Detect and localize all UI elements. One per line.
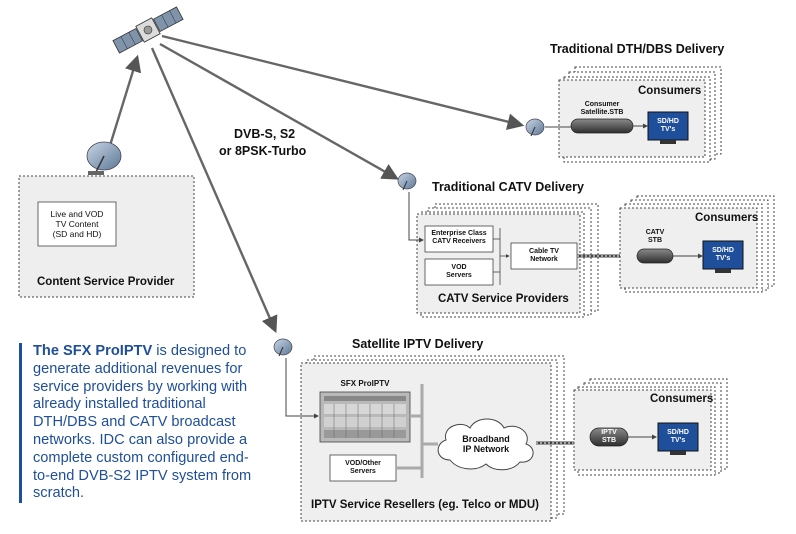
catv-receivers-line-1: Enterprise Class	[431, 230, 487, 237]
catv-network-label: Cable TV Network	[511, 248, 577, 264]
dth-stb-line-2: Satellite.STB	[580, 109, 624, 116]
catv-stb-label: CATV STB	[637, 229, 673, 245]
iptv-section-title: Satellite IPTV Delivery	[352, 337, 484, 351]
dth-stb-label: Consumer Satellite.STB	[572, 101, 632, 117]
uplink-dish-icon	[86, 141, 122, 175]
content-line-2: TV Content	[55, 219, 99, 229]
iptv-tv-label: SD/HD TV's	[658, 429, 698, 445]
side-note: The SFX ProIPTV is designed to generate …	[19, 343, 261, 504]
catv-stb-line-2: STB	[648, 237, 662, 244]
catv-network-line-1: Cable TV	[529, 248, 559, 255]
iptv-stb-label: IPTV STB	[590, 429, 628, 445]
catv-providers-title: CATV Service Providers	[438, 293, 569, 305]
ip-cloud-icon	[437, 418, 534, 471]
dth-tv-line-1: SD/HD	[657, 118, 679, 125]
dth-tv-line-2: TV's	[660, 126, 676, 133]
iptv-vod-label: VOD/Other Servers	[330, 460, 396, 476]
iptv-tv-line-2: TV's	[670, 437, 686, 444]
catv-consumers-label: Consumers	[695, 212, 759, 224]
dth-tv-label: SD/HD TV's	[648, 118, 688, 134]
catv-tv-line-1: SD/HD	[712, 247, 734, 254]
content-line-3: (SD and HD)	[52, 229, 102, 239]
catv-stb-line-1: CATV	[645, 229, 665, 236]
link-label-line2: or 8PSK-Turbo	[219, 144, 307, 158]
iptv-vod-line-2: Servers	[350, 468, 376, 475]
catv-tv-line-2: TV's	[715, 255, 731, 262]
proiptv-rack-icon	[319, 391, 411, 443]
side-note-bold: The SFX ProIPTV	[33, 343, 153, 359]
proiptv-label: SFX ProIPTV	[340, 379, 390, 388]
catv-section-title: Traditional CATV Delivery	[432, 180, 584, 194]
catv-tv-label: SD/HD TV's	[703, 247, 743, 263]
dth-section-title: Traditional DTH/DBS Delivery	[550, 42, 725, 56]
satellite-icon	[112, 6, 184, 54]
iptv-resellers-title: IPTV Service Resellers (eg. Telco or MDU…	[311, 499, 539, 511]
iptv-tv-line-1: SD/HD	[667, 429, 689, 436]
catv-vod-line-2: Servers	[446, 272, 472, 279]
dth-stb-line-1: Consumer	[584, 101, 620, 108]
link-label-line1: DVB-S, S2	[234, 127, 296, 141]
iptv-dish-icon	[273, 338, 293, 357]
content-box: Live and VOD TV Content (SD and HD)	[38, 202, 116, 246]
content-line-1: Live and VOD	[50, 209, 104, 219]
iptv-stb-line-1: IPTV	[601, 429, 617, 436]
catv-receivers-label: Enterprise Class CATV Receivers	[425, 230, 493, 246]
catv-consumers-stack	[619, 195, 775, 293]
catv-network-line-2: Network	[530, 256, 558, 263]
catv-vod-line-1: VOD	[451, 264, 467, 271]
ip-network-label: Broadband IP Network	[448, 434, 524, 454]
iptv-stb-line-2: STB	[602, 437, 616, 444]
content-provider-title: Content Service Provider	[37, 276, 175, 288]
catv-receivers-line-2: CATV Receivers	[432, 238, 486, 245]
iptv-vod-line-1: VOD/Other	[345, 460, 381, 467]
dth-consumers-label: Consumers	[638, 85, 702, 97]
catv-dish-icon	[397, 172, 417, 191]
iptv-consumers-label: Consumers	[650, 393, 714, 405]
dth-dish-icon	[525, 118, 545, 137]
ip-network-line-1: Broadband	[462, 434, 510, 444]
ip-network-line-2: IP Network	[462, 444, 510, 454]
side-note-text: is designed to generate additional reven…	[33, 343, 252, 502]
catv-vod-label: VOD Servers	[425, 264, 493, 280]
